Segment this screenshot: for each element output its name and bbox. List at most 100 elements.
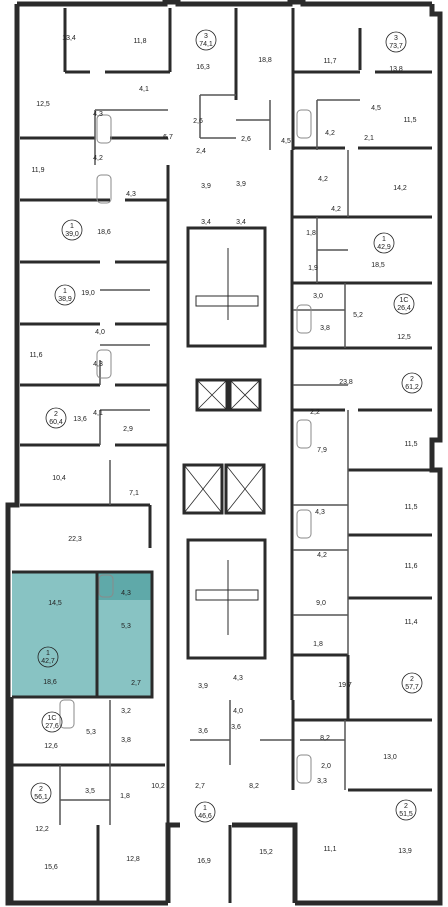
svg-text:2,1: 2,1 <box>364 135 374 142</box>
apartment-badge[interactable]: 2 57,7 <box>401 672 423 694</box>
svg-text:1,9: 1,9 <box>308 265 318 272</box>
inner-walls <box>59 94 360 825</box>
apartment-badge[interactable]: 1 39,0 <box>61 219 83 241</box>
svg-text:4,1: 4,1 <box>93 410 103 417</box>
svg-text:13,4: 13,4 <box>62 35 76 42</box>
svg-text:2: 2 <box>54 411 58 418</box>
svg-text:26,4: 26,4 <box>397 305 411 312</box>
svg-text:22,3: 22,3 <box>68 536 82 543</box>
svg-text:11,8: 11,8 <box>133 38 146 45</box>
apartment-badge[interactable]: 1С 26,4 <box>393 293 415 315</box>
apartment-badge[interactable]: 2 60,4 <box>45 407 67 429</box>
svg-text:10,2: 10,2 <box>151 783 165 790</box>
svg-text:1: 1 <box>203 805 207 812</box>
svg-text:14,2: 14,2 <box>393 185 407 192</box>
apartment-badges: 3 74,1 3 73,7 1 39,0 1 42,9 1 38,9 1С 26… <box>30 29 423 823</box>
svg-text:3,5: 3,5 <box>85 788 95 795</box>
svg-text:3,9: 3,9 <box>201 183 211 190</box>
svg-text:2,2: 2,2 <box>310 409 320 416</box>
svg-text:1,8: 1,8 <box>306 230 316 237</box>
apartment-badge[interactable]: 2 61,2 <box>401 372 423 394</box>
svg-text:3,3: 3,3 <box>317 778 327 785</box>
highlighted-apartment[interactable] <box>12 572 152 697</box>
svg-text:11,9: 11,9 <box>31 167 44 174</box>
apartment-badge[interactable]: 1 42,7 <box>37 646 59 668</box>
svg-text:4,1: 4,1 <box>139 86 149 93</box>
svg-text:19,7: 19,7 <box>338 682 352 689</box>
svg-text:2: 2 <box>404 803 408 810</box>
svg-text:2: 2 <box>410 676 414 683</box>
svg-text:10,4: 10,4 <box>52 475 66 482</box>
svg-text:12,5: 12,5 <box>397 334 411 341</box>
svg-text:42,9: 42,9 <box>377 244 391 251</box>
svg-text:3: 3 <box>394 35 398 42</box>
svg-text:12,8: 12,8 <box>126 856 140 863</box>
svg-text:4,2: 4,2 <box>317 552 327 559</box>
svg-text:3,6: 3,6 <box>231 724 241 731</box>
svg-text:18,5: 18,5 <box>371 262 385 269</box>
svg-text:3,8: 3,8 <box>320 325 330 332</box>
svg-text:8,2: 8,2 <box>249 783 259 790</box>
apartment-badge[interactable]: 3 74,1 <box>195 29 217 51</box>
svg-text:18,6: 18,6 <box>43 679 57 686</box>
svg-text:15,6: 15,6 <box>44 864 58 871</box>
apartment-badge[interactable]: 1 42,9 <box>373 232 395 254</box>
svg-text:46,6: 46,6 <box>198 813 212 820</box>
highlight-bathroom <box>97 572 152 600</box>
svg-text:3,8: 3,8 <box>121 737 131 744</box>
svg-text:74,1: 74,1 <box>199 41 213 48</box>
svg-text:1: 1 <box>63 288 67 295</box>
svg-text:4,2: 4,2 <box>318 176 328 183</box>
svg-text:1С: 1С <box>48 715 57 722</box>
svg-text:2,7: 2,7 <box>195 783 205 790</box>
svg-text:3,4: 3,4 <box>201 219 211 226</box>
highlighted-room-labels: 14,5 4,3 5,3 18,6 <box>43 590 131 686</box>
apartment-badge[interactable]: 1 46,6 <box>194 801 216 823</box>
elevator-shafts <box>182 378 266 515</box>
svg-text:11,7: 11,7 <box>323 58 336 65</box>
svg-text:4,2: 4,2 <box>93 155 103 162</box>
svg-text:16,3: 16,3 <box>196 64 210 71</box>
svg-text:1: 1 <box>382 236 386 243</box>
svg-text:1С: 1С <box>400 297 409 304</box>
svg-text:5,3: 5,3 <box>121 623 131 630</box>
svg-text:14,5: 14,5 <box>48 600 62 607</box>
svg-text:3,9: 3,9 <box>198 683 208 690</box>
svg-text:7,1: 7,1 <box>129 490 139 497</box>
svg-text:1: 1 <box>46 650 50 657</box>
svg-text:3,9: 3,9 <box>236 181 246 188</box>
apartment-badge[interactable]: 3 73,7 <box>385 31 407 53</box>
svg-text:9,0: 9,0 <box>316 600 326 607</box>
apartment-badge[interactable]: 1 38,9 <box>54 284 76 306</box>
svg-text:2,4: 2,4 <box>196 148 206 155</box>
svg-text:8,2: 8,2 <box>320 735 330 742</box>
apartment-badge[interactable]: 2 51,5 <box>395 799 417 821</box>
svg-text:38,9: 38,9 <box>58 296 72 303</box>
svg-text:11,5: 11,5 <box>403 117 416 124</box>
highlight-living-room <box>12 572 97 697</box>
apartment-badge[interactable]: 1С 27,6 <box>41 711 63 733</box>
svg-text:39,0: 39,0 <box>65 231 79 238</box>
svg-text:3,0: 3,0 <box>313 293 323 300</box>
svg-text:4,3: 4,3 <box>126 191 136 198</box>
stair-core <box>186 226 267 660</box>
svg-text:2,7: 2,7 <box>131 680 141 687</box>
structural-walls <box>10 8 432 903</box>
svg-text:2,9: 2,9 <box>123 426 133 433</box>
svg-text:3,4: 3,4 <box>236 219 246 226</box>
svg-text:3,2: 3,2 <box>121 708 131 715</box>
svg-text:1,8: 1,8 <box>313 641 323 648</box>
svg-text:4,3: 4,3 <box>233 675 243 682</box>
bathroom-fixtures <box>59 109 312 784</box>
svg-text:19,0: 19,0 <box>81 290 95 297</box>
svg-text:57,7: 57,7 <box>405 684 419 691</box>
svg-text:13,6: 13,6 <box>73 416 87 423</box>
svg-text:42,7: 42,7 <box>41 658 55 665</box>
svg-text:2,0: 2,0 <box>321 763 331 770</box>
svg-text:2: 2 <box>39 786 43 793</box>
apartment-badge[interactable]: 2 56,1 <box>30 782 52 804</box>
svg-text:11,1: 11,1 <box>323 846 336 853</box>
svg-text:3,6: 3,6 <box>198 728 208 735</box>
svg-text:23,8: 23,8 <box>339 379 353 386</box>
svg-text:4,0: 4,0 <box>233 708 243 715</box>
